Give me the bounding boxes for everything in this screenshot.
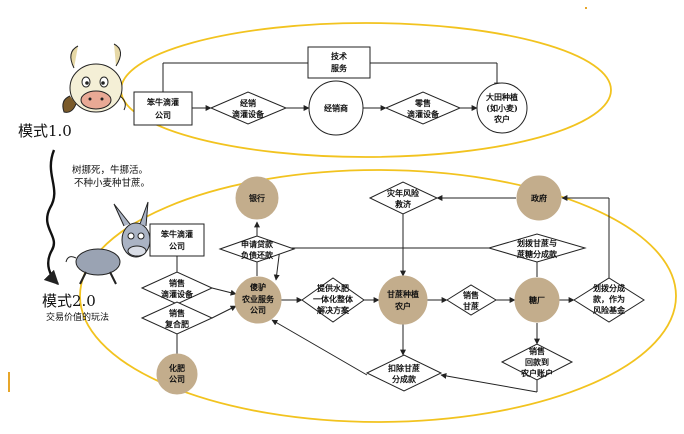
mode2-subtitle: 交易价值的玩法 [46, 311, 109, 323]
bad-year-label-1: 灾年风险 [387, 188, 420, 198]
bank-node [235, 176, 279, 220]
sell-payment-label-2: 回款到 [525, 357, 549, 367]
sell-cane-diamond [446, 284, 497, 316]
transfer-share-label-1: 划拨甘蔗与 [517, 238, 557, 248]
tech-service-box [307, 46, 371, 79]
transition-note-line2: 不种小麦种甘蔗。 [74, 177, 150, 189]
niu-company-box-bottom [149, 223, 205, 257]
deduct-share-label-1: 扣除甘蔗 [388, 363, 420, 373]
big-farmer-label-1: 大田种植 [486, 92, 518, 102]
niu-company-top-label-1: 笨牛滴灌 [146, 97, 179, 107]
mode1-ellipse [120, 22, 612, 158]
tech-service-label-2: 服务 [331, 63, 348, 73]
cane-farmer-label-1: 甘蔗种植 [387, 289, 419, 299]
shalv-company-label-1: 傻驴 [250, 282, 266, 292]
retail-equipment-diamond [384, 91, 462, 125]
sell-cane-label-2: 甘蔗 [463, 301, 479, 311]
allocate-fund-label-2: 款，作为 [593, 294, 625, 304]
dealer-node [308, 80, 364, 136]
dist-equipment-diamond [209, 91, 288, 125]
retail-equipment-label-1: 零售 [414, 98, 431, 108]
big-farmer-node [476, 82, 528, 134]
sell-fertilizer-diamond [140, 301, 214, 335]
provide-solution-label-2: 一体化整体 [313, 294, 354, 304]
provide-solution-diamond [301, 277, 365, 323]
niu-company-bottom-label-2: 公司 [169, 241, 185, 251]
retail-equipment-label-2: 滴灌设备 [407, 109, 440, 119]
sell-fertilizer-label-2: 复合肥 [164, 319, 189, 329]
deduct-share-label-2: 分成款 [392, 374, 417, 384]
shalv-company-node [234, 276, 282, 324]
shalv-company-label-3: 公司 [250, 305, 266, 315]
sell-equipment-label-1: 销售 [169, 278, 185, 288]
fertilizer-company-node [156, 353, 198, 395]
shalv-company-label-2: 农业服务 [241, 294, 275, 304]
transition-note-line1: 树挪死，牛挪活。 [72, 164, 148, 176]
government-node [516, 175, 562, 221]
allocate-fund-label-1: 划拨分成 [593, 283, 625, 293]
bank-label: 银行 [248, 193, 265, 203]
mode2-label: 模式2.0 [42, 292, 96, 310]
apply-loan-label-1: 申请贷款 [241, 239, 274, 249]
deduct-share-diamond [365, 354, 443, 392]
transition-arrow [43, 149, 60, 286]
top-connectors [162, 62, 500, 111]
donkey-cartoon-icon [65, 201, 151, 285]
allocate-fund-diamond [573, 277, 645, 323]
sugar-mill-label: 糖厂 [529, 295, 545, 305]
fertilizer-company-label-2: 公司 [169, 374, 185, 384]
sell-payment-label-1: 销售 [529, 346, 545, 356]
niu-company-box-top [133, 91, 193, 126]
niu-company-top-label-2: 公司 [155, 110, 171, 120]
cow-cartoon-icon [62, 43, 126, 113]
sell-payment-diamond [500, 343, 574, 381]
provide-solution-label-1: 提供水肥 [317, 283, 349, 293]
niu-company-bottom-label-1: 笨牛滴灌 [160, 229, 193, 239]
transfer-share-diamond [487, 233, 587, 263]
sugar-mill-node [514, 277, 560, 323]
allocate-fund-label-3: 风险基金 [593, 305, 626, 315]
fertilizer-company-label-1: 化肥 [169, 363, 185, 373]
cane-farmer-node [378, 275, 428, 325]
apply-loan-label-2: 负债还款 [241, 250, 274, 260]
government-label: 政府 [531, 193, 547, 203]
transfer-share-label-2: 蔗糖分成款 [516, 249, 558, 259]
bad-year-diamond [368, 181, 439, 215]
sell-equipment-diamond [140, 271, 214, 305]
mode2-ellipse [79, 169, 677, 423]
tech-service-label-1: 技术 [331, 51, 347, 61]
sell-fertilizer-label-1: 销售 [169, 308, 185, 318]
dist-equipment-label-2: 滴灌设备 [232, 109, 265, 119]
provide-solution-label-3: 解决方案 [317, 305, 350, 315]
big-farmer-label-3: 农户 [493, 114, 510, 124]
sell-payment-label-3: 农户账户 [520, 368, 553, 378]
sell-cane-label-1: 销售 [463, 290, 479, 300]
big-farmer-label-2: (如小麦) [486, 103, 518, 113]
dealer-label: 经销商 [324, 103, 348, 113]
apply-loan-diamond [218, 235, 296, 263]
sell-equipment-label-2: 滴灌设备 [161, 289, 194, 299]
cane-farmer-label-2: 农户 [394, 301, 411, 311]
bad-year-label-2: 救济 [395, 199, 412, 209]
mode1-label: 模式1.0 [18, 122, 72, 140]
dist-equipment-label-1: 经销 [240, 98, 256, 108]
